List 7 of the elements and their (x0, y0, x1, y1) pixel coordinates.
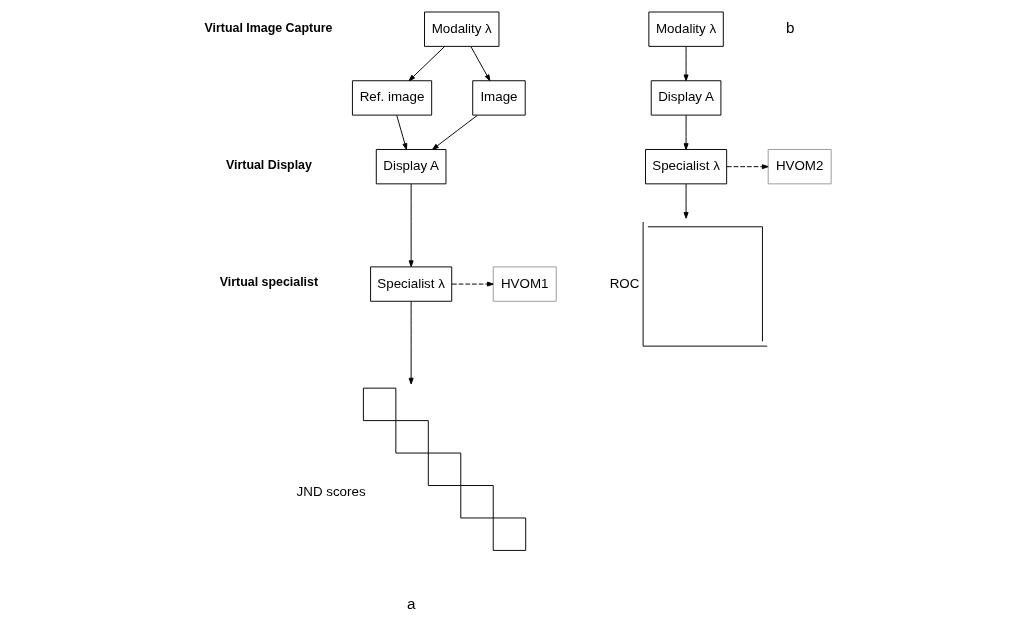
label: a (406, 595, 416, 613)
node-text: ROC (609, 275, 640, 291)
node-label: JND scores (296, 484, 366, 500)
label: Virtual Image Capture (204, 20, 333, 35)
label: Virtual Display (225, 157, 312, 172)
label: b (785, 18, 795, 36)
label: Virtual specialist (219, 275, 319, 290)
